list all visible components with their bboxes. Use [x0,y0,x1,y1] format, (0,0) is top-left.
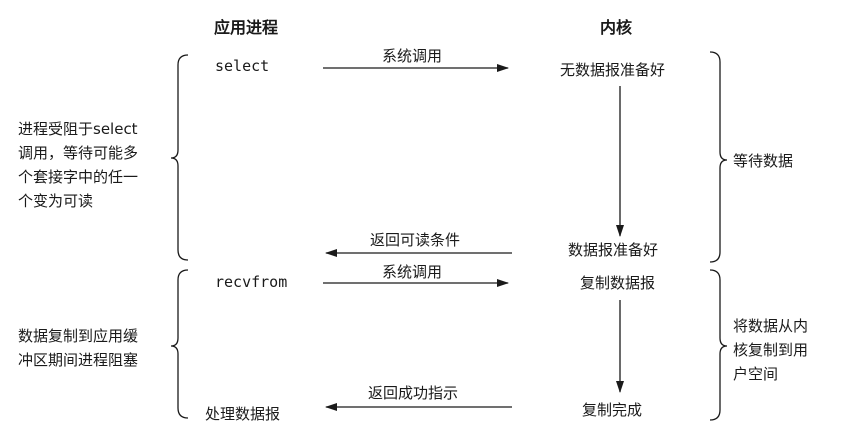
left-brace-select [170,54,189,261]
label-no-datagram-ready: 无数据报准备好 [560,61,666,79]
note-line: 进程受阻于select [18,120,138,138]
note-line: 核复制到用 [733,341,809,359]
right-brace-copy [709,269,728,421]
note-blocked-during-copy: 数据复制到应用缓 冲区期间进程阻塞 [18,324,138,372]
label-select: select [215,57,270,75]
label-syscall-2: 系统调用 [382,263,443,281]
note-line: 冲区期间进程阻塞 [18,351,139,369]
note-line: 个套接字中的任一 [18,168,139,186]
note-line: 将数据从内 [733,317,809,335]
label-process-datagram: 处理数据报 [205,405,281,423]
label-syscall-1: 系统调用 [382,47,443,65]
label-return-success: 返回成功指示 [368,384,459,402]
right-brace-wait [709,51,728,263]
note-line: 个变为可读 [18,192,94,210]
label-copy-complete: 复制完成 [582,401,643,419]
label-copy-datagram: 复制数据报 [580,274,656,292]
note-line: 数据复制到应用缓 [18,327,139,345]
left-brace-copy [170,269,189,419]
note-wait-for-data: 等待数据 [733,152,794,170]
note-line: 户空间 [733,365,779,383]
label-datagram-ready: 数据报准备好 [568,241,659,259]
label-recvfrom: recvfrom [215,273,288,291]
note-blocked-in-select: 进程受阻于select 调用，等待可能多 个套接字中的任一 个变为可读 [18,117,138,213]
header-kernel: 内核 [600,18,633,37]
header-app-process: 应用进程 [214,18,279,37]
note-line: 调用，等待可能多 [18,144,139,162]
label-return-readable: 返回可读条件 [370,231,461,249]
note-copy-kernel-to-user: 将数据从内 核复制到用 户空间 [733,314,808,386]
